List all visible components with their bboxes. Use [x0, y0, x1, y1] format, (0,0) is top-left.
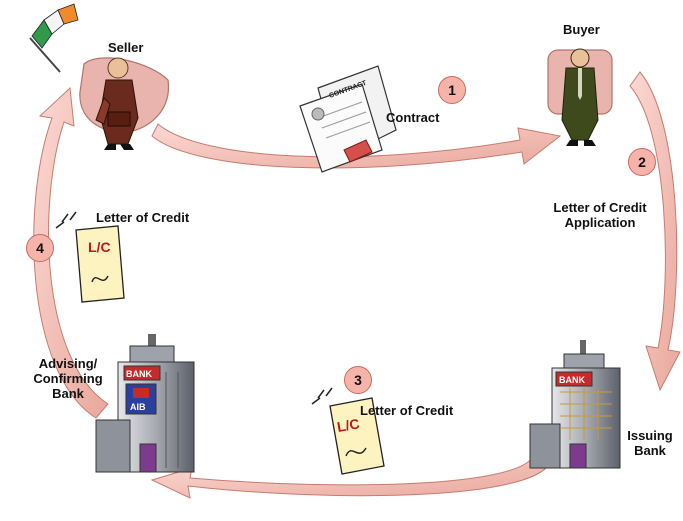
irish-flag-icon: [29, 3, 79, 73]
step-3-badge: 3: [344, 366, 372, 394]
seller-label: Seller: [108, 40, 144, 55]
buyer-figure-icon: [547, 48, 613, 146]
arrow-issuing-to-advising: [150, 457, 549, 499]
advising-bank-label: Advising/ Confirming Bank: [33, 356, 103, 401]
advising-bank-sign: BANK: [126, 369, 152, 379]
letter-of-credit-label-1: Letter of Credit: [96, 210, 190, 225]
letter-of-credit-label-2: Letter of Credit: [360, 403, 454, 418]
aib-logo-text: AIB: [130, 402, 146, 412]
step-1-badge: 1: [438, 76, 466, 104]
issuing-bank-sign: BANK: [559, 375, 585, 385]
contract-document-icon: CONTRACT: [299, 65, 397, 173]
seller-figure-icon: [79, 57, 170, 150]
lc-doc-text-2: L/C: [336, 415, 361, 435]
arrow-buyer-to-issuing: [629, 71, 681, 392]
letter-of-credit-doc-icon: L/C: [55, 211, 125, 303]
contract-label: Contract: [386, 110, 440, 125]
lc-doc-text: L/C: [88, 239, 111, 255]
step-4-badge: 4: [26, 234, 54, 262]
loc-application-label: Letter of Credit Application: [553, 200, 647, 230]
arrow-advising-to-seller: [33, 86, 109, 419]
issuing-bank-building-icon: BANK: [529, 340, 621, 469]
advising-bank-building-icon: BANK AIB: [95, 334, 195, 473]
letter-of-credit-doc-icon-2: L/C: [311, 387, 385, 475]
arrow-seller-to-buyer: [151, 123, 562, 169]
issuing-bank-label: Issuing Bank: [627, 428, 673, 458]
buyer-label: Buyer: [563, 22, 600, 37]
step-2-badge: 2: [628, 148, 656, 176]
